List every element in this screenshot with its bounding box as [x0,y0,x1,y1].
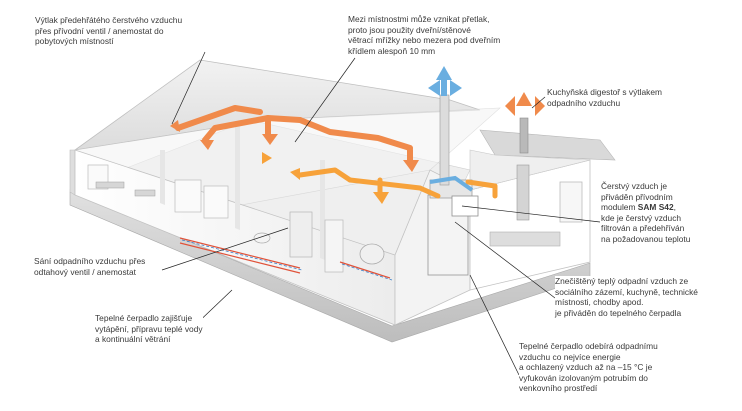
label-line: přiváděn přívodním [601,191,673,202]
wing-window [559,181,583,223]
floor-heating-pipes [179,237,391,279]
radiator-2 [134,189,156,197]
partition-2 [235,125,240,230]
partition-3 [320,160,325,260]
label-supply-air: Výtlak předehřátého čerstvého vzduchu př… [35,15,183,47]
exhaust-stack [439,94,450,186]
label-extract-air: Sání odpadního vzduchu přes odtahový ven… [34,256,146,278]
label-line: odtahový ventil / anemostat [34,266,136,277]
supply-ducts [175,105,498,199]
window-3 [203,185,229,219]
label-line: Kuchyňská digestoř s výtlakem [547,87,662,97]
label-line: vzduchu co nejvíce energie [519,351,621,362]
label-line: sociálního zázemí, kuchyně, technické [555,286,698,297]
label-line: modulem SAM S42, [601,202,690,213]
label-line: přes přívodní ventil / anemostat do [35,25,164,36]
label-fragment: , [673,202,676,213]
label-line: Mezi místnostmi může vznikat přetlak, [348,14,490,24]
label-line: Čerstvý vzduch je [601,181,668,191]
label-transfer-grilles: Mezi místnostmi může vznikat přetlak, pr… [348,14,501,57]
label-line: pobytových místností [35,36,114,47]
window-2 [174,179,202,213]
cold-air-arrows [428,66,462,96]
hood-duct [516,164,530,221]
leader-lines [161,51,601,376]
label-line: filtrován a předehříván [601,223,685,234]
label-dirty-air: Znečištěný teplý odpadní vzduch ze sociá… [555,276,698,319]
partition-1 [160,150,165,205]
wing-roof [479,129,616,161]
label-line: odpadního vzduchu [547,97,621,108]
label-line: Znečištěný teplý odpadní vzduch ze [555,276,689,286]
label-line: křídlem alespoň 10 mm [348,45,436,56]
label-fragment: modulem [601,202,638,213]
label-line: a kontinuální větrání [95,334,171,345]
door-front [324,219,344,273]
label-kitchen-hood: Kuchyňská digestoř s výtlakem odpadního … [547,87,662,109]
wing-wall-side [469,149,591,191]
label-line: a ochlazený vzduch až na –15 °C je [519,362,653,373]
label-line: na požadovanou teplotu [601,233,691,244]
wall-left [69,149,76,196]
radiator-1 [95,181,125,189]
shower [289,211,313,258]
hood-stack [519,117,529,154]
label-line: je přiváděn do tepelného čerpadla [555,307,682,318]
label-line: Sání odpadního vzduchu přes [34,256,146,266]
floor-heating-cold [181,239,393,281]
label-line: proto jsou použity dveřní/stěnové [348,24,471,35]
label-line: venkovního prostředí [519,383,598,394]
intake-duct [429,175,474,192]
label-exhaust-air: Tepelné čerpadlo odebírá odpadnímu vzduc… [519,341,658,394]
washing-machine [359,243,385,265]
kitchen-counter [489,231,561,247]
label-line: místnosti, chodby apod. [555,297,644,308]
label-fresh-air: Čerstvý vzduch je přiváděn přívodním mod… [601,181,691,245]
label-line: Tepelné čerpadlo zajišťuje [95,313,193,323]
label-heat-pump-function: Tepelné čerpadlo zajišťuje vytápění, pří… [95,313,203,345]
label-line: kde je čerstvý vzduch [601,212,682,223]
label-line: vytápění, přípravu teplé vody [95,323,203,334]
air-arrows [170,92,545,204]
module-name: SAM S42 [637,202,674,213]
label-line: vyfukován izolovaným potrubím do [519,372,648,383]
label-line: Výtlak předehřátého čerstvého vzduchu [35,15,183,25]
label-line: větrací mřížky nebo mezera pod dveřním [348,35,501,46]
label-line: Tepelné čerpadlo odebírá odpadnímu [519,341,658,351]
